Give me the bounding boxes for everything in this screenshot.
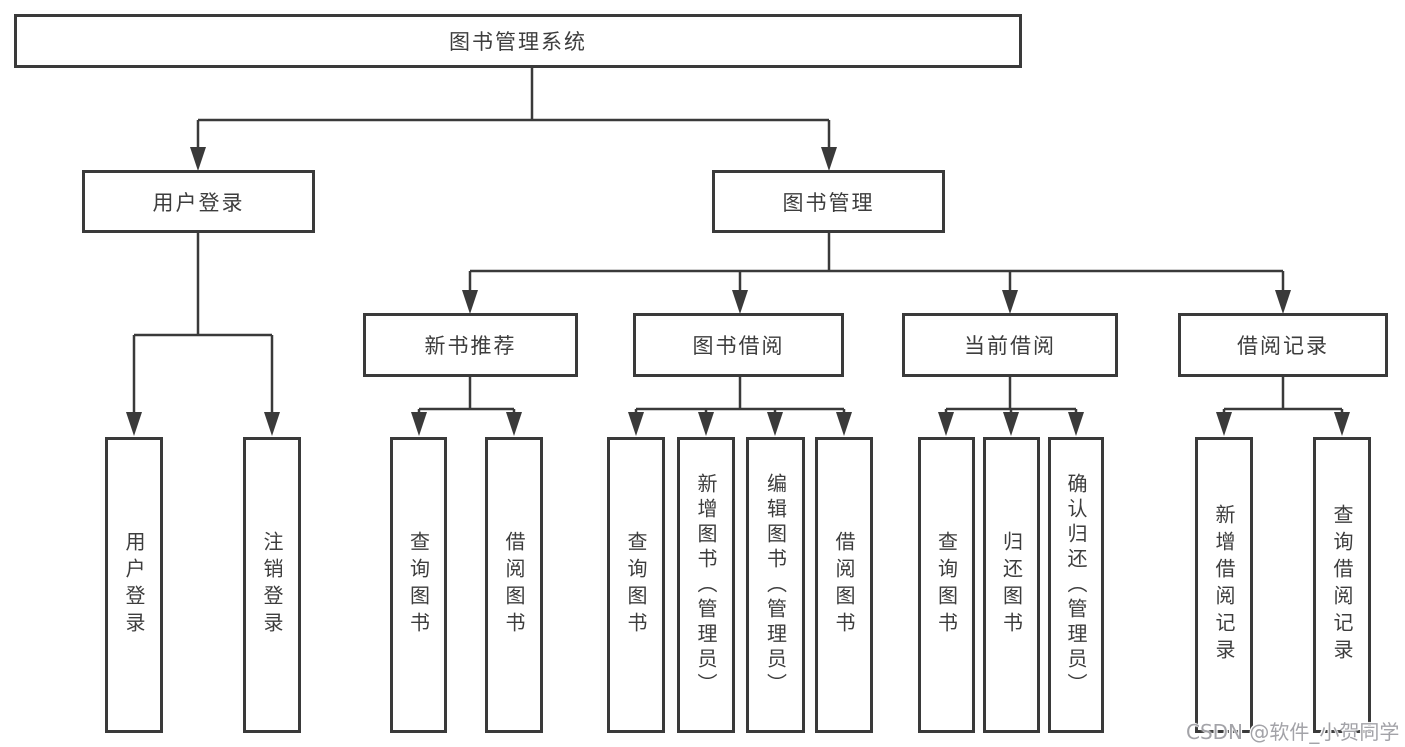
node-book-management: 图书管理 <box>712 170 945 233</box>
arrow-down-icon <box>732 290 748 314</box>
node-label: 新书推荐 <box>424 334 517 358</box>
node-borrowing-records: 借阅记录 <box>1178 313 1388 377</box>
arrow-down-icon <box>411 412 427 436</box>
arrow-down-icon <box>126 412 142 436</box>
arrow-down-icon <box>1002 290 1018 314</box>
node-label: 归还图书 <box>999 531 1024 639</box>
leaf-confirm-return-admin: 确认归还（管理员） <box>1048 437 1104 733</box>
node-label: 借阅记录 <box>1237 334 1329 358</box>
node-label: 查询图书 <box>624 531 648 639</box>
leaf-add-books-admin: 新增图书（管理员） <box>677 437 735 733</box>
arrow-down-icon <box>1334 412 1350 436</box>
arrow-down-icon <box>264 412 280 436</box>
arrowhead-icons <box>126 147 1350 436</box>
arrow-down-icon <box>1216 412 1232 436</box>
arrow-down-icon <box>821 147 837 171</box>
node-label: 编辑图书（管理员） <box>763 472 788 698</box>
node-user-login: 用户登录 <box>82 170 315 233</box>
watermark: CSDN @软件_小贺同学 <box>1186 720 1400 744</box>
leaf-borrow-books-borrowing: 借阅图书 <box>815 437 873 733</box>
arrow-down-icon <box>1068 412 1084 436</box>
leaf-borrow-books-recommend: 借阅图书 <box>485 437 543 733</box>
arrow-down-icon <box>1003 412 1019 436</box>
node-label: 新增图书（管理员） <box>694 472 718 698</box>
leaf-query-books-current: 查询图书 <box>918 437 975 733</box>
leaf-edit-books-admin: 编辑图书（管理员） <box>746 437 805 733</box>
node-current-borrowing: 当前借阅 <box>902 313 1118 377</box>
node-new-book-recommend: 新书推荐 <box>363 313 578 377</box>
node-book-borrowing: 图书借阅 <box>633 313 844 377</box>
node-label: 图书管理 <box>782 190 875 215</box>
leaf-query-borrow-record: 查询借阅记录 <box>1313 437 1371 733</box>
arrow-down-icon <box>190 147 206 171</box>
node-label: 用户登录 <box>122 531 146 639</box>
node-label: 图书借阅 <box>692 334 785 358</box>
node-label: 查询图书 <box>406 531 431 639</box>
node-label: 查询图书 <box>934 531 959 639</box>
node-label: 借阅图书 <box>832 531 856 639</box>
leaf-user-login: 用户登录 <box>105 437 163 733</box>
leaf-add-borrow-record: 新增借阅记录 <box>1195 437 1253 733</box>
node-label: 图书管理系统 <box>449 30 587 54</box>
arrow-down-icon <box>767 412 783 436</box>
node-label: 查询借阅记录 <box>1330 504 1354 666</box>
node-label: 借阅图书 <box>502 531 526 639</box>
leaf-query-books-borrowing: 查询图书 <box>607 437 665 733</box>
node-label: 用户登录 <box>152 190 245 215</box>
leaf-return-books: 归还图书 <box>983 437 1040 733</box>
arrow-down-icon <box>698 412 714 436</box>
node-label: 当前借阅 <box>964 334 1056 358</box>
node-book-management-system: 图书管理系统 <box>14 14 1022 68</box>
arrow-down-icon <box>836 412 852 436</box>
arrow-down-icon <box>938 412 954 436</box>
node-label: 新增借阅记录 <box>1212 504 1236 666</box>
node-label: 确认归还（管理员） <box>1064 472 1088 698</box>
arrow-down-icon <box>628 412 644 436</box>
arrow-down-icon <box>506 412 522 436</box>
arrow-down-icon <box>1275 290 1291 314</box>
leaf-logout: 注销登录 <box>243 437 301 733</box>
leaf-query-books-recommend: 查询图书 <box>390 437 447 733</box>
node-label: 注销登录 <box>260 531 284 639</box>
arrow-down-icon <box>462 290 478 314</box>
